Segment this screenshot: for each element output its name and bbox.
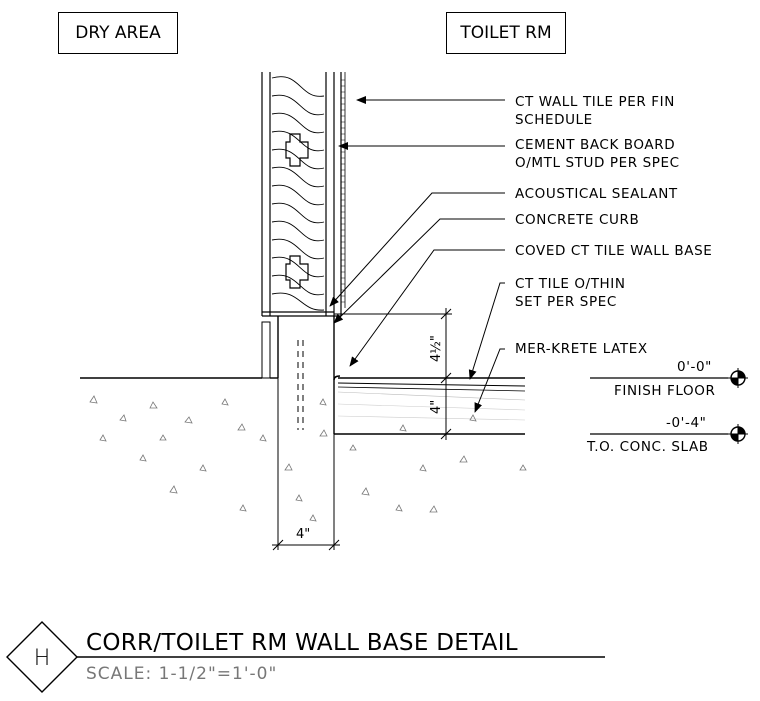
concrete-curb <box>261 316 335 434</box>
callout-acoustical-sealant: ACOUSTICAL SEALANT <box>515 186 678 202</box>
callout-wall-tile-line1: CT WALL TILE PER FIN <box>515 94 675 110</box>
room-tag-dry-area: DRY AREA <box>58 12 178 54</box>
callout-mer-krete: MER-KRETE LATEX <box>515 341 648 357</box>
detail-marker-letter: H <box>34 646 51 671</box>
detail-title-block: H CORR/TOILET RM WALL BASE DETAIL SCALE:… <box>6 621 605 693</box>
slab-depth-dimension: 4" <box>429 400 444 414</box>
insulation-batt <box>271 76 325 311</box>
callout-notes: CT WALL TILE PER FIN SCHEDULE CEMENT BAC… <box>515 94 712 357</box>
elevation-slab: -0'-4" T.O. CONC. SLAB <box>586 415 748 455</box>
leader-lines <box>329 96 505 413</box>
stud-profile-upper <box>285 133 309 167</box>
concrete-aggregate <box>89 395 527 522</box>
callout-thin-set-line1: CT TILE O/THIN <box>515 276 626 292</box>
callout-wall-tile-line2: SCHEDULE <box>515 112 593 128</box>
finish-floor-elevation: 0'-0" <box>677 359 712 375</box>
detail-title: CORR/TOILET RM WALL BASE DETAIL <box>86 630 518 656</box>
callout-coved-base: COVED CT TILE WALL BASE <box>515 243 712 259</box>
wall-assembly <box>261 72 346 317</box>
callout-thin-set-line2: SET PER SPEC <box>515 294 617 310</box>
callout-back-board-line1: CEMENT BACK BOARD <box>515 137 675 153</box>
callout-back-board-line2: O/MTL STUD PER SPEC <box>515 155 680 171</box>
finish-floor-label: FINISH FLOOR <box>614 383 715 399</box>
detail-scale: SCALE: 1-1/2"=1'-0" <box>86 664 277 684</box>
callout-concrete-curb: CONCRETE CURB <box>515 212 639 228</box>
room-tag-dry-area-label: DRY AREA <box>75 23 161 43</box>
curb-height-dimension: 4½" <box>429 335 444 362</box>
curb-width-dimension: 4" <box>296 527 310 542</box>
room-tag-toilet-room: TOILET RM <box>446 12 566 54</box>
wall-tile-hatch <box>341 79 345 303</box>
slab-elevation: -0'-4" <box>666 415 706 431</box>
stud-profile-lower <box>285 255 309 289</box>
floor-lines <box>80 375 526 435</box>
elevation-finish-floor: 0'-0" FINISH FLOOR <box>590 359 748 399</box>
dimension-lines <box>272 308 452 551</box>
room-tag-toilet-room-label: TOILET RM <box>460 23 552 43</box>
detail-marker-diamond <box>6 621 78 693</box>
slab-label: T.O. CONC. SLAB <box>586 439 709 455</box>
